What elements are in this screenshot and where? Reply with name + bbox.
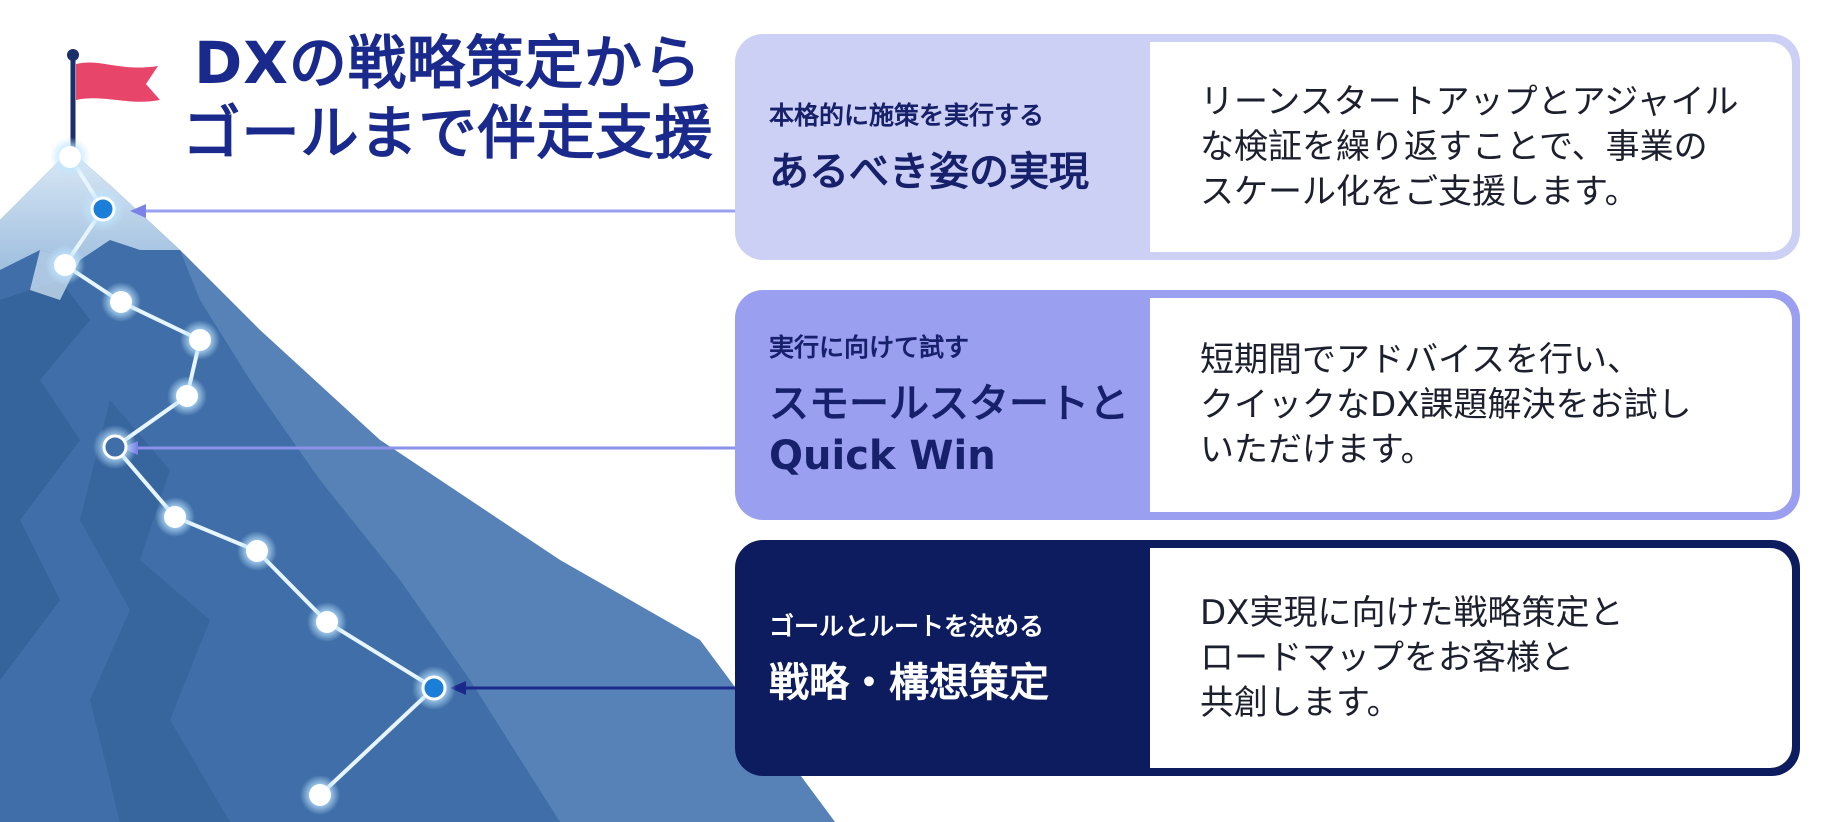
stage-card-strategy: ゴールとルートを決める 戦略・構想策定 DX実現に向けた戦略策定と ロードマップ… (735, 540, 1800, 776)
page-title: DXの戦略策定から ゴールまで伴走支援 (168, 28, 728, 168)
stage-subtitle: ゴールとルートを決める (769, 612, 1045, 641)
mountain-shade-mid (80, 400, 230, 822)
stage-card-realization: 本格的に施策を実行する あるべき姿の実現 リーンスタートアップとアジャイル な検… (735, 34, 1800, 260)
stage-card-body: 短期間でアドバイスを行い、 クイックなDX課題解決をお試し いただけます。 (1150, 298, 1792, 512)
stage-card-label: 実行に向けて試す スモールスタートと Quick Win (735, 290, 1150, 520)
stage-card-small-start: 実行に向けて試す スモールスタートと Quick Win 短期間でアドバイスを行… (735, 290, 1800, 520)
stage-subtitle: 本格的に施策を実行する (769, 101, 1045, 130)
path-node-icon (45, 137, 347, 815)
arrow-left-icon (130, 204, 735, 218)
page-title-line1: DXの戦略策定から (194, 29, 702, 97)
stage-description: DX実現に向けた戦略策定と ロードマップをお客様と 共創します。 (1200, 592, 1624, 723)
mountain-shade-left (0, 280, 90, 680)
stage-card-label: ゴールとルートを決める 戦略・構想策定 (735, 540, 1150, 776)
page-title-line2: ゴールまで伴走支援 (182, 99, 714, 167)
stage-description: 短期間でアドバイスを行い、 クイックなDX課題解決をお試し いただけます。 (1200, 339, 1692, 470)
stage-card-label: 本格的に施策を実行する あるべき姿の実現 (735, 34, 1150, 260)
stage-card-body: リーンスタートアップとアジャイル な検証を繰り返すことで、事業の スケール化をご… (1150, 42, 1792, 252)
stage-subtitle: 実行に向けて試す (769, 333, 970, 362)
stage-heading: スモールスタートと Quick Win (769, 381, 1129, 479)
milestone-node-icon (81, 187, 456, 710)
flag-icon (67, 49, 160, 150)
stage-card-body: DX実現に向けた戦略策定と ロードマップをお客様と 共創します。 (1150, 548, 1792, 768)
mountain-shade-right (180, 250, 835, 822)
arrow-left-icon (450, 681, 745, 695)
stage-heading: 戦略・構想策定 (769, 660, 1049, 706)
stage-heading: あるべき姿の実現 (769, 149, 1089, 195)
stage-description: リーンスタートアップとアジャイル な検証を繰り返すことで、事業の スケール化をご… (1200, 81, 1739, 212)
